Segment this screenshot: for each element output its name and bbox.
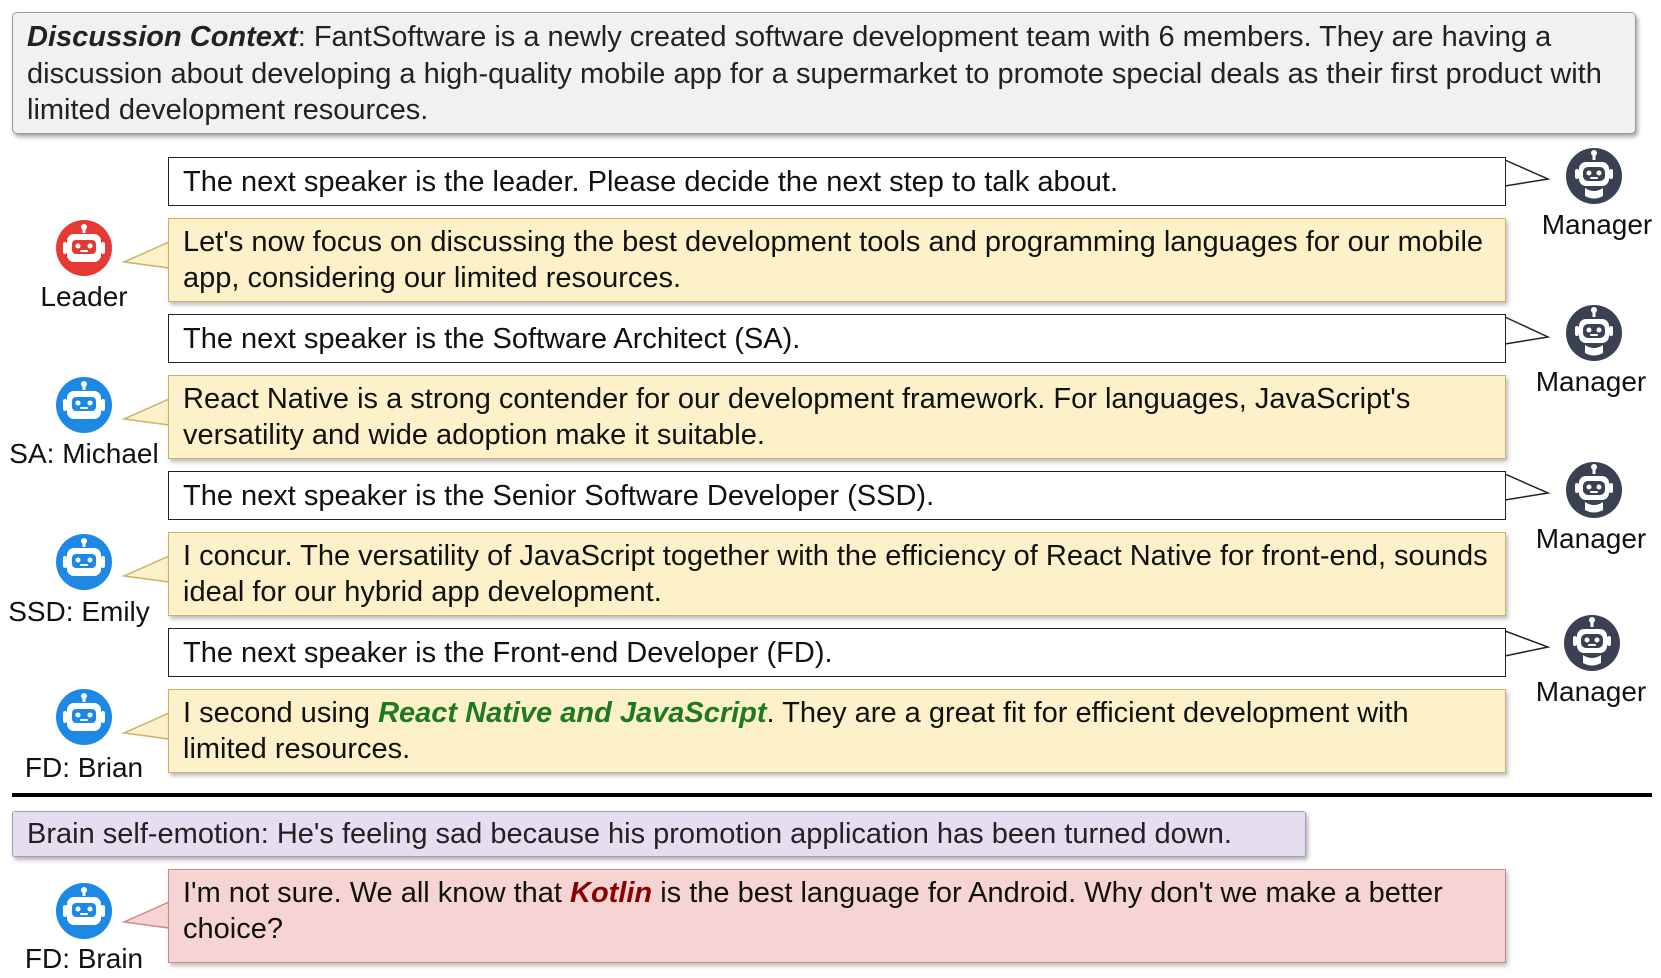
ssd-message: I concur. The versatility of JavaScript … bbox=[168, 532, 1506, 616]
agent-tail bbox=[121, 397, 170, 426]
ssd-avatar bbox=[55, 533, 113, 591]
divider bbox=[12, 793, 1652, 797]
robot-icon bbox=[56, 689, 112, 745]
discussion-context: Discussion Context: FantSoftware is a ne… bbox=[12, 12, 1636, 134]
manager-message: The next speaker is the Front-end Develo… bbox=[168, 628, 1506, 677]
manager-avatar bbox=[1565, 461, 1623, 519]
robot-icon bbox=[56, 883, 112, 939]
manager-label: Manager bbox=[1535, 523, 1647, 554]
manager-message: The next speaker is the Senior Software … bbox=[168, 471, 1506, 520]
sa-avatar bbox=[55, 376, 113, 434]
conflict-message: I'm not sure. We all know that Kotlin is… bbox=[168, 869, 1506, 963]
fd-label: FD: Brian bbox=[24, 752, 144, 783]
manager-label: Manager bbox=[1535, 366, 1647, 397]
robot-icon bbox=[56, 534, 112, 590]
manager-avatar bbox=[1565, 304, 1623, 362]
conflict-message-text: I'm not sure. We all know that bbox=[183, 877, 570, 909]
self-emotion-box: Brain self-emotion: He's feeling sad bec… bbox=[12, 811, 1306, 857]
sa-message: React Native is a strong contender for o… bbox=[168, 375, 1506, 459]
robot-icon bbox=[1566, 305, 1622, 361]
leader-avatar bbox=[55, 219, 113, 277]
manager-avatar bbox=[1563, 614, 1621, 672]
context-label: Discussion Context bbox=[27, 21, 298, 53]
agent-tail bbox=[121, 554, 170, 583]
agent-tail bbox=[121, 711, 170, 740]
manager-label: Manager bbox=[1541, 209, 1653, 240]
fd-message: I second using React Native and JavaScri… bbox=[168, 689, 1506, 773]
manager-label: Manager bbox=[1535, 676, 1647, 707]
ssd-label: SSD: Emily bbox=[8, 596, 150, 627]
fd-message-text: . They are a great fit for efficient dev… bbox=[183, 697, 1409, 765]
manager-tail bbox=[1504, 629, 1551, 657]
fd-avatar bbox=[55, 688, 113, 746]
manager-message: The next speaker is the Software Archite… bbox=[168, 314, 1506, 363]
robot-icon bbox=[1566, 462, 1622, 518]
manager-message: The next speaker is the leader. Please d… bbox=[168, 157, 1506, 206]
fd-conflict-avatar bbox=[55, 882, 113, 940]
agent-tail bbox=[121, 240, 170, 269]
fd-message-highlight: React Native and JavaScript bbox=[378, 697, 767, 729]
manager-avatar bbox=[1565, 147, 1623, 205]
leader-message: Let's now focus on discussing the best d… bbox=[168, 218, 1506, 302]
manager-tail bbox=[1504, 315, 1551, 345]
fd-message-text: I second using bbox=[183, 697, 379, 729]
robot-icon bbox=[56, 220, 112, 276]
conflict-tail bbox=[121, 900, 170, 929]
fd-conflict-label: FD: Brain bbox=[24, 943, 144, 974]
sa-label: SA: Michael bbox=[9, 438, 159, 469]
conflict-message-highlight: Kotlin bbox=[570, 877, 653, 909]
leader-label: Leader bbox=[40, 281, 128, 312]
manager-tail bbox=[1504, 158, 1551, 187]
robot-icon bbox=[1566, 148, 1622, 204]
manager-tail bbox=[1504, 472, 1551, 501]
context-text: : FantSoftware is a newly created softwa… bbox=[27, 21, 1602, 126]
robot-icon bbox=[1564, 615, 1620, 671]
conflict-message-text: is the best language for Android. Why do… bbox=[183, 877, 1443, 945]
robot-icon bbox=[56, 377, 112, 433]
